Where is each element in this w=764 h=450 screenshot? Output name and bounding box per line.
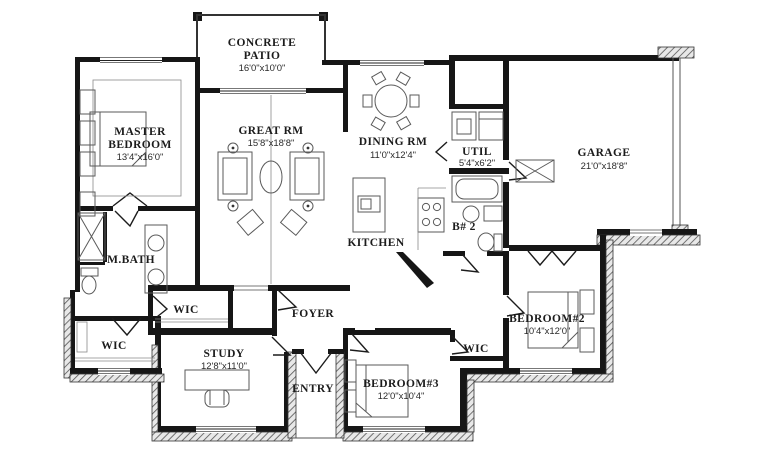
dims-great-room: 15'8"x18'8" xyxy=(248,138,295,149)
label-mbath: M.BATH xyxy=(107,254,155,266)
dims-bedroom2: 10'4"x12'0" xyxy=(524,326,571,337)
label-bedroom3: BEDROOM#3 xyxy=(363,378,439,390)
wic-bed3-door xyxy=(451,335,470,355)
opening-great-hall xyxy=(234,284,268,292)
label-foyer: FOYER xyxy=(292,308,335,320)
master-rug xyxy=(92,79,182,197)
wic-master-door xyxy=(152,295,169,321)
shower xyxy=(77,212,106,261)
master-double-door xyxy=(112,192,148,207)
sofa-right xyxy=(289,151,325,201)
dims-bedroom3: 12'0"x10'4" xyxy=(378,391,425,402)
foyer-door xyxy=(277,289,298,311)
label-patio-line2: PATIO xyxy=(244,50,281,62)
label-entry: ENTRY xyxy=(292,383,334,395)
label-master-line2: BEDROOM xyxy=(108,139,172,151)
closet-bifold-doors xyxy=(527,249,577,267)
doors-layer xyxy=(111,141,577,375)
dims-patio: 16'0"x10'0" xyxy=(239,63,286,74)
furniture-layer xyxy=(75,70,595,418)
mbath-toilet xyxy=(80,267,99,295)
study-desk xyxy=(184,369,250,408)
dims-study: 12'8"x11'0" xyxy=(201,361,247,372)
window-dining-top xyxy=(360,59,424,66)
labels-layer: CONCRETE PATIO 16'0"x10'0" MASTER BEDROO… xyxy=(101,37,630,402)
water-heater-symbol xyxy=(515,159,555,183)
entry-door xyxy=(299,351,333,375)
label-wic-bed3: WIC xyxy=(463,343,488,355)
wic-left-door xyxy=(111,317,142,337)
label-study: STUDY xyxy=(204,348,245,360)
mbath-vanity xyxy=(144,224,168,294)
label-master-line1: MASTER xyxy=(114,126,166,138)
bedroom3-bed xyxy=(344,359,409,418)
label-wic-master: WIC xyxy=(173,304,198,316)
label-kitchen: KITCHEN xyxy=(347,237,404,249)
bath2-sink xyxy=(462,205,503,223)
sofa-left xyxy=(217,151,253,201)
window-patio-slider xyxy=(220,87,306,94)
study-door xyxy=(271,336,292,356)
label-bath2: B# 2 xyxy=(452,221,476,233)
washer-dryer xyxy=(451,111,504,141)
bath2-tub xyxy=(451,175,503,203)
walls-layer xyxy=(63,12,701,442)
label-util: UTIL xyxy=(462,146,492,158)
dining-table-set xyxy=(362,70,420,132)
bath2-door xyxy=(460,253,480,273)
dims-garage: 21'0"x18'8" xyxy=(581,161,628,172)
window-garage-bottom xyxy=(630,228,662,236)
window-bedroom3-bottom xyxy=(363,425,425,433)
window-master-top xyxy=(100,56,162,63)
label-bedroom2: BEDROOM#2 xyxy=(509,313,585,325)
label-wic-left: WIC xyxy=(101,340,126,352)
bedroom2-door xyxy=(506,295,526,317)
oval-table xyxy=(259,160,283,194)
mbath-door xyxy=(114,210,139,228)
kitchen-stove xyxy=(417,197,445,233)
dims-dining-room: 11'0"x12'4" xyxy=(370,150,416,161)
label-great-room: GREAT RM xyxy=(238,125,303,137)
util-door xyxy=(434,141,448,162)
master-chest-4 xyxy=(79,191,96,217)
master-chest-1 xyxy=(79,89,96,115)
dims-util: 5'4"x6'2" xyxy=(459,158,495,169)
lamps xyxy=(227,142,314,212)
window-bedroom2-bottom xyxy=(520,367,572,375)
window-study-bottom xyxy=(196,425,256,433)
kitchen-island xyxy=(352,177,386,233)
bedroom3-door xyxy=(349,333,370,353)
label-garage: GARAGE xyxy=(578,147,631,159)
bedroom2-bed xyxy=(527,289,595,353)
garage-entry-door xyxy=(508,161,528,181)
windows-layer xyxy=(98,56,662,433)
label-dining-room: DINING RM xyxy=(359,136,427,148)
label-patio-line1: CONCRETE xyxy=(228,37,296,49)
window-wic-left-bottom xyxy=(98,367,130,375)
bath2-toilet xyxy=(477,232,503,252)
accent-chair-right xyxy=(279,208,308,237)
master-chest-3 xyxy=(79,151,96,177)
master-bed xyxy=(89,111,147,167)
dims-master: 13'4"x16'0" xyxy=(117,152,164,163)
master-chest-2 xyxy=(79,120,96,146)
accent-chair-left xyxy=(236,208,265,237)
